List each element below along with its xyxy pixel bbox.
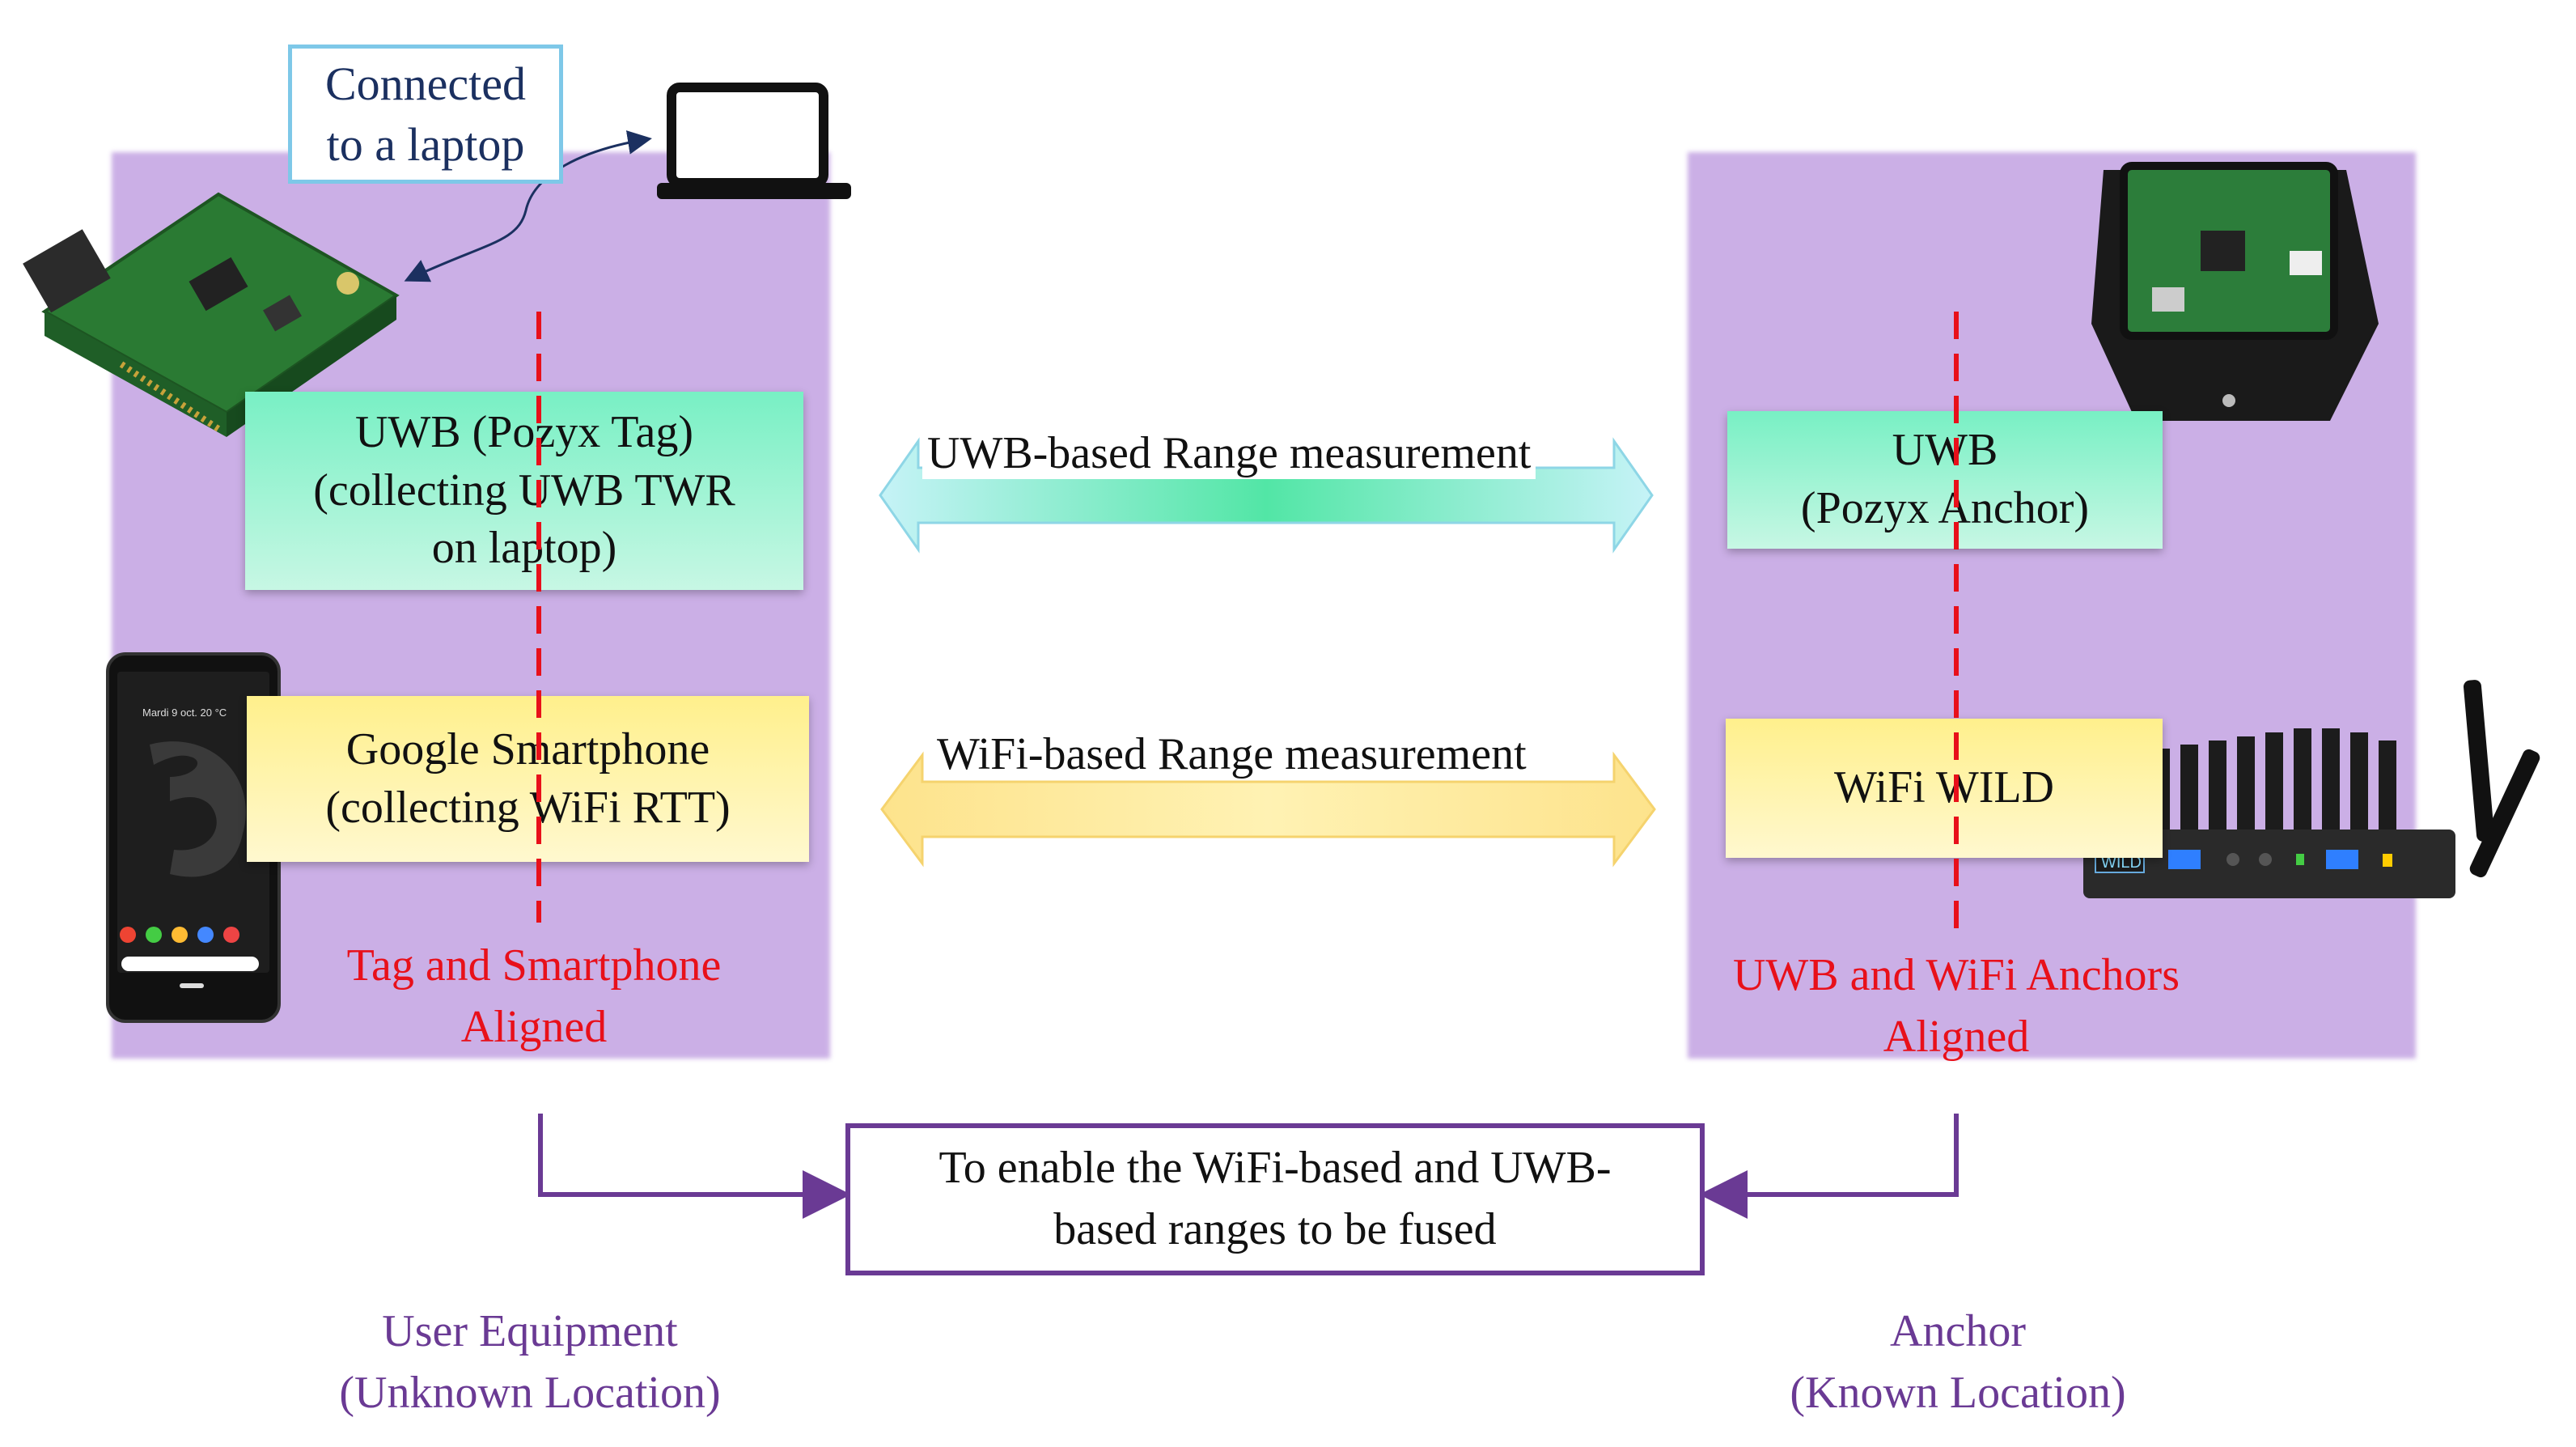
- left-connector: [538, 1114, 851, 1219]
- fusion-box: To enable the WiFi-based and UWB- based …: [845, 1123, 1705, 1275]
- uwb-anchor-card: UWB (Pozyx Anchor): [1727, 411, 2163, 549]
- router-logo-text: WILD: [2101, 854, 2142, 872]
- phone-status-text: Mardi 9 oct. 20 °C: [142, 707, 227, 719]
- wifi-wild-card: WiFi WILD: [1726, 719, 2163, 858]
- wild-router-icon: WILD: [2083, 680, 2540, 898]
- wifi-range-label: WiFi-based Range measurement: [932, 728, 1532, 780]
- laptop-link-arrow: [404, 130, 652, 282]
- user-equipment-caption: User Equipment (Unknown Location): [339, 1306, 721, 1418]
- smartphone-wifi-card: Google Smartphone (collecting WiFi RTT): [247, 696, 809, 862]
- anchor-caption: Anchor (Known Location): [1790, 1306, 2126, 1418]
- right-aligned-caption: UWB and WiFi Anchors Aligned: [1732, 950, 2180, 1062]
- uwb-range-label: UWB-based Range measurement: [922, 427, 1536, 479]
- laptop-icon: [657, 83, 851, 199]
- pozyx-anchor-icon: [2091, 162, 2379, 421]
- wifi-range-arrow: [880, 751, 1656, 868]
- left-aligned-caption: Tag and Smartphone Aligned: [346, 940, 722, 1052]
- smartphone-icon: [106, 652, 281, 1023]
- right-connector: [1699, 1114, 1959, 1219]
- uwb-tag-card: UWB (Pozyx Tag) (collecting UWB TWR on l…: [245, 392, 803, 590]
- laptop-callout: Connected to a laptop: [288, 45, 563, 184]
